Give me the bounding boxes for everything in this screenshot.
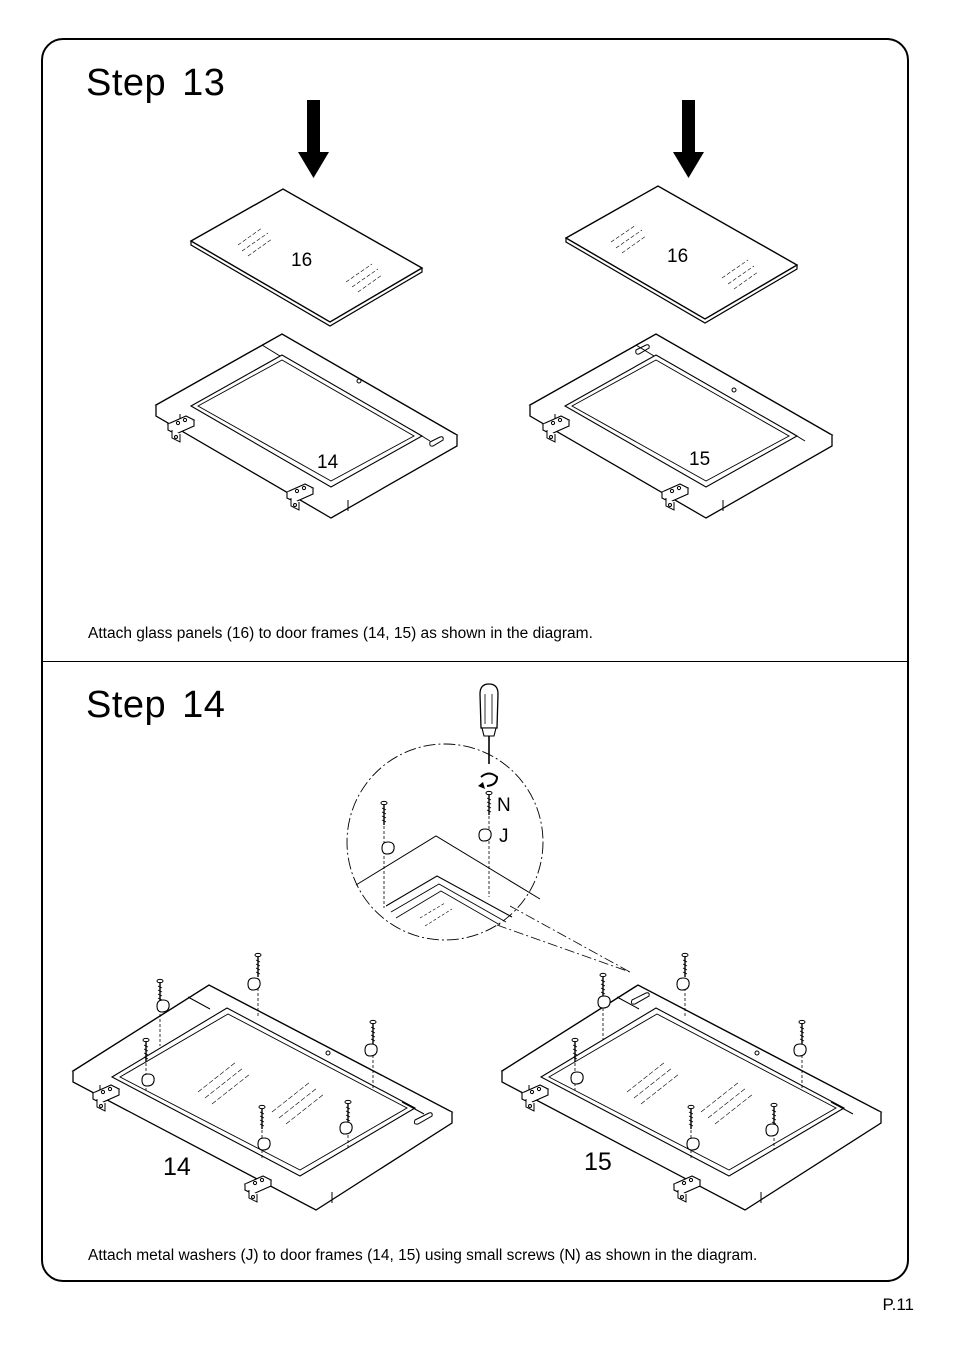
page-border — [41, 38, 909, 1282]
step-14-caption: Attach metal washers (J) to door frames … — [88, 1247, 758, 1264]
frame-14-label-step13: 14 — [317, 452, 339, 473]
glass-right-label: 16 — [667, 246, 688, 267]
down-arrow-icon — [298, 100, 329, 178]
frame-14-label-step14: 14 — [163, 1153, 191, 1181]
door-frame-15-top — [528, 333, 834, 519]
detail-magnifier — [346, 743, 631, 973]
step-13-number: 13 — [182, 62, 226, 104]
down-arrow-icon — [673, 100, 704, 178]
step-13-caption: Attach glass panels (16) to door frames … — [88, 625, 593, 642]
page-number: P.11 — [882, 1295, 914, 1314]
door-frame-14-top — [154, 333, 459, 519]
glass-left-label: 16 — [291, 250, 312, 271]
glass-panel-left — [189, 188, 424, 327]
washer-j-label: J — [499, 826, 509, 847]
step-divider — [41, 661, 909, 662]
glass-panel-right — [564, 185, 799, 324]
frame-15-label-step13: 15 — [689, 449, 710, 470]
step-13-title: Step 13 — [86, 62, 225, 105]
screw-n-label: N — [497, 795, 511, 816]
door-frame-14-bottom — [71, 952, 454, 1211]
frame-15-label-step14: 15 — [584, 1148, 612, 1176]
step-14-title: Step 14 — [86, 684, 225, 727]
step-13-label: Step — [86, 62, 167, 104]
rotate-arrow-icon — [478, 772, 499, 789]
step-14-number: 14 — [182, 684, 226, 726]
door-frame-15-bottom — [500, 952, 883, 1211]
step-14-label: Step — [86, 684, 167, 726]
screwdriver-icon — [479, 683, 499, 764]
